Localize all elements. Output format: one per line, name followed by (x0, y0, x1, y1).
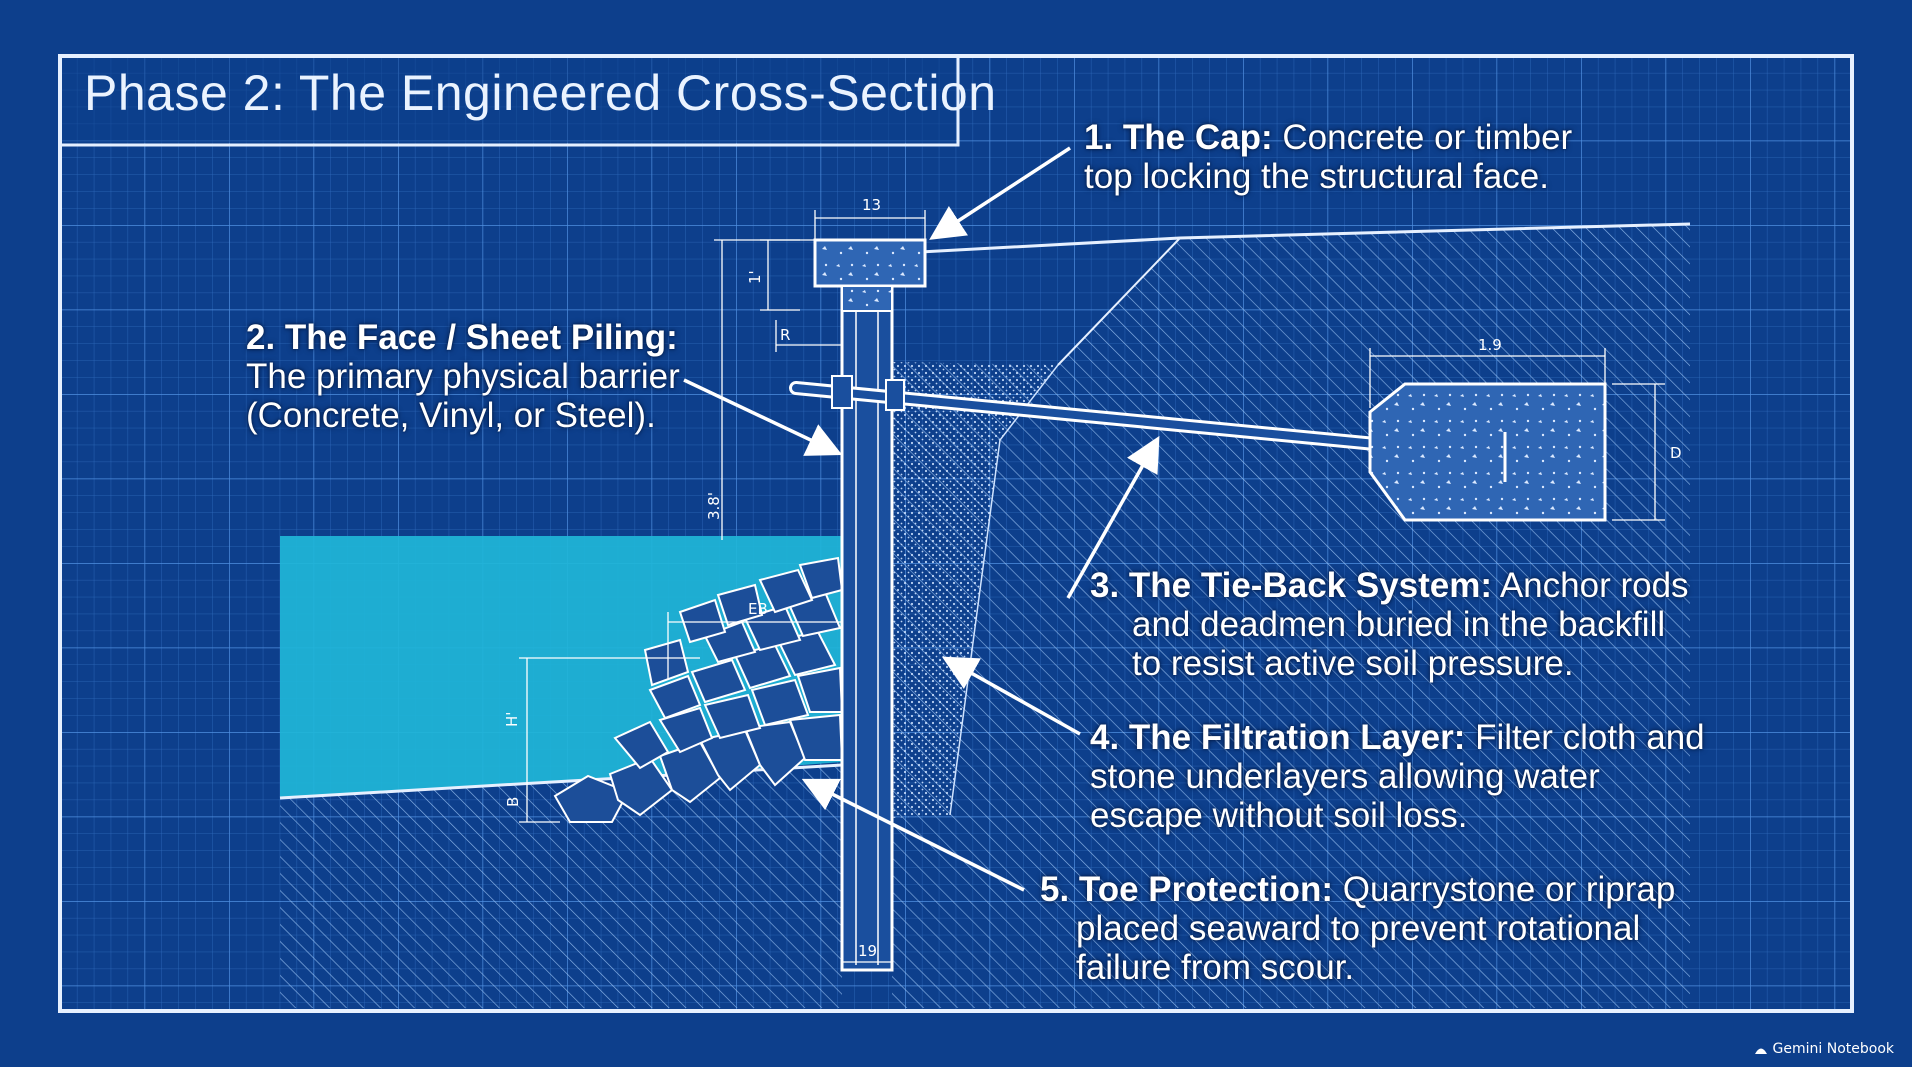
dim-toe-base: B (504, 797, 522, 807)
seabed-soil (280, 765, 842, 1008)
callout-tieback-line-2: and deadmen buried in the backfill (1132, 605, 1666, 644)
dim-cap-width: 13 (862, 196, 881, 214)
callout-tieback-head: 3. The Tie-Back System: (1090, 566, 1493, 605)
cap-arrow (929, 146, 1071, 240)
watermark: Gemini Notebook (1754, 1041, 1894, 1057)
dim-toe-height: H' (503, 712, 521, 727)
dimension-lines (519, 210, 1665, 970)
callout-filtration-line-2: stone underlayers allowing water (1090, 757, 1600, 796)
tieback-arrow (1066, 435, 1160, 599)
deadman-anchor (1368, 382, 1607, 522)
dim-toe-width: EB (748, 600, 768, 618)
concrete-cap (813, 238, 927, 288)
callout-filtration-line-3: escape without soil loss. (1090, 796, 1468, 835)
filtration-arrow (941, 656, 1081, 736)
callout-face: 2. The Face / Sheet Piling: The primary … (246, 318, 680, 435)
callout-toe: 5. Toe Protection: Quarrystone or riprap… (1040, 870, 1675, 987)
callout-toe-line-3: failure from scour. (1076, 948, 1355, 987)
callout-cap-line-2: top locking the structural face. (1084, 157, 1549, 196)
outer-frame (58, 54, 1854, 1013)
callout-tieback-line-1: Anchor rods (1492, 566, 1689, 605)
callout-tieback: 3. The Tie-Back System: Anchor rods and … (1090, 566, 1689, 683)
dim-offset: R (780, 326, 790, 344)
callout-toe-line-2: placed seaward to prevent rotational (1076, 909, 1641, 948)
callout-face-line-1: The primary physical barrier (246, 357, 680, 396)
callout-toe-head: 5. Toe Protection: (1040, 870, 1333, 909)
slope-line (1057, 237, 1181, 366)
callout-cap-head: 1. The Cap: (1084, 118, 1273, 157)
dim-deadman-width: 1.9 (1478, 336, 1502, 354)
dim-wall-height: 3.8' (705, 492, 723, 520)
dim-pile-width: 19 (858, 942, 877, 960)
sheet-pile (840, 262, 894, 972)
callout-face-line-2: (Concrete, Vinyl, or Steel). (246, 396, 656, 435)
title-box (60, 56, 960, 147)
dim-deadman-height: D (1670, 444, 1682, 462)
callout-toe-line-1: Quarrystone or riprap (1333, 870, 1676, 909)
toe-arrow (801, 778, 1025, 892)
page-title: Phase 2: The Engineered Cross-Section (84, 65, 997, 121)
notebook-icon (1754, 1048, 1767, 1054)
toe-protection-riprap (553, 556, 844, 823)
callout-filtration-line-1: Filter cloth and (1465, 718, 1705, 757)
face-arrow (683, 378, 843, 456)
callout-tieback-line-3: to resist active soil pressure. (1132, 644, 1574, 683)
watermark-text: Gemini Notebook (1772, 1041, 1894, 1057)
callout-face-head: 2. The Face / Sheet Piling: (246, 318, 678, 357)
callout-cap: 1. The Cap: Concrete or timber top locki… (1084, 118, 1572, 196)
callout-arrows (683, 146, 1160, 892)
callout-filtration: 4. The Filtration Layer: Filter cloth an… (1090, 718, 1705, 835)
callout-filtration-head: 4. The Filtration Layer: (1090, 718, 1466, 757)
callout-cap-line-1: Concrete or timber (1272, 118, 1573, 157)
filtration-layer (892, 362, 1058, 818)
dim-cap-height: 1' (746, 270, 764, 284)
